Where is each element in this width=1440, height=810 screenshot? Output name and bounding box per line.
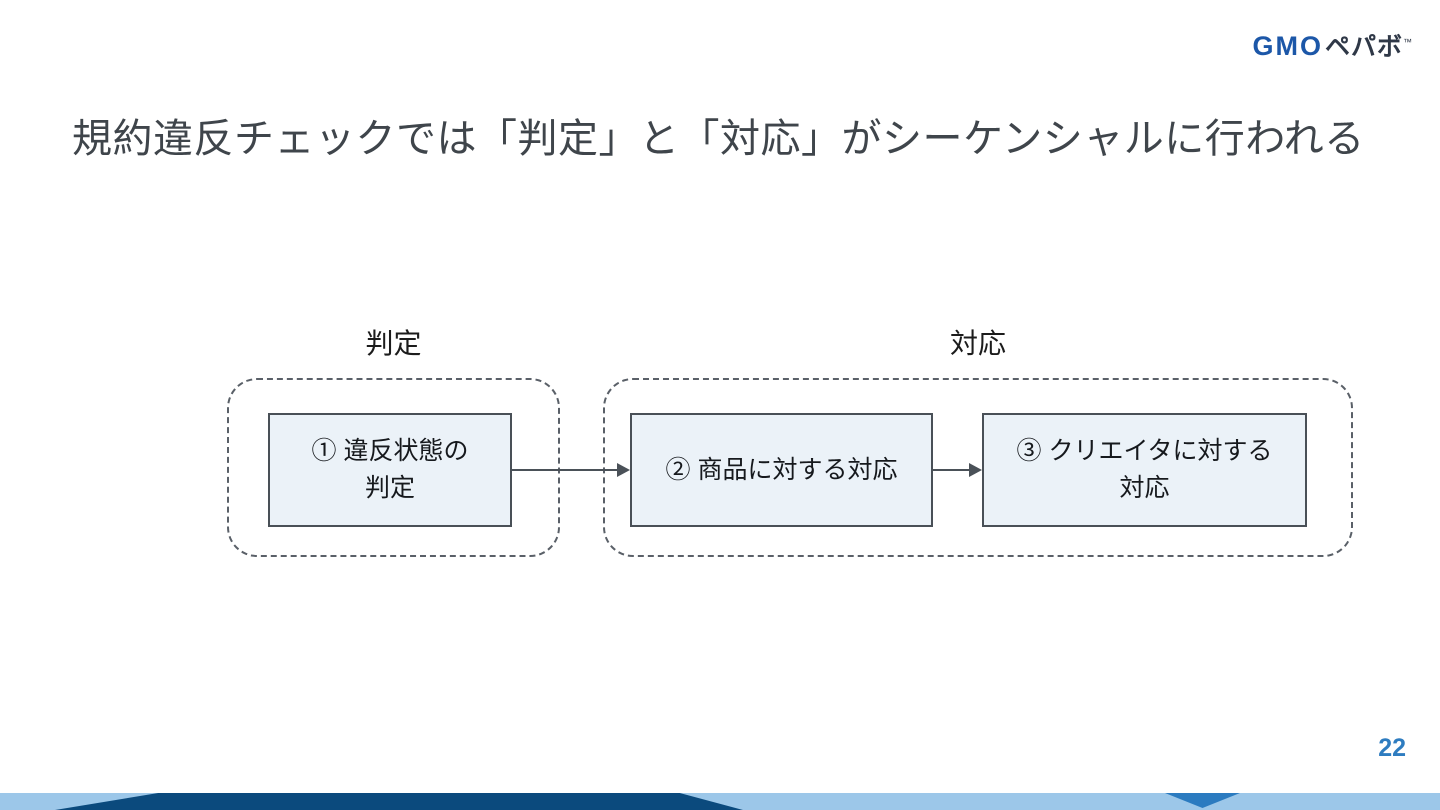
response-group-frame (603, 378, 1353, 557)
logo-pepabo-text: ペパボ (1324, 33, 1403, 61)
logo-gmo-text: GMO (1252, 31, 1323, 61)
step-box-product-response: ② 商品に対する対応 (630, 413, 933, 527)
judgment-group-frame (227, 378, 560, 557)
step-box-text-line: 判定 (364, 474, 415, 502)
footer-navy-band (55, 793, 743, 810)
step-box-text-line: ② 商品に対する対応 (665, 455, 898, 484)
flow-arrow-2-line (933, 469, 970, 471)
logo-trademark-mark: ™ (1403, 37, 1412, 47)
group-label-judgment: 判定 (365, 328, 422, 359)
page-number: 22 (1378, 734, 1406, 762)
step-box-text-line: 対応 (1119, 474, 1170, 502)
slide-title: 規約違反チェックでは「判定」と「対応」がシーケンシャルに行われる (72, 117, 1365, 161)
flow-arrow-2-head-icon (969, 463, 982, 477)
step-box-creator-response: ③ クリエイタに対する 対応 (982, 413, 1307, 527)
step-box-violation-judgment: ① 違反状態の 判定 (268, 413, 512, 527)
gmo-pepabo-logo: GMO ペパボ ™ (1252, 33, 1412, 60)
step-box-text-line: ③ クリエイタに対する (1016, 437, 1273, 465)
flow-arrow-1-line (512, 469, 618, 471)
group-label-response: 対応 (949, 328, 1006, 359)
flow-arrow-1-head-icon (617, 463, 630, 477)
step-box-text-line: ① 違反状態の (311, 437, 469, 465)
